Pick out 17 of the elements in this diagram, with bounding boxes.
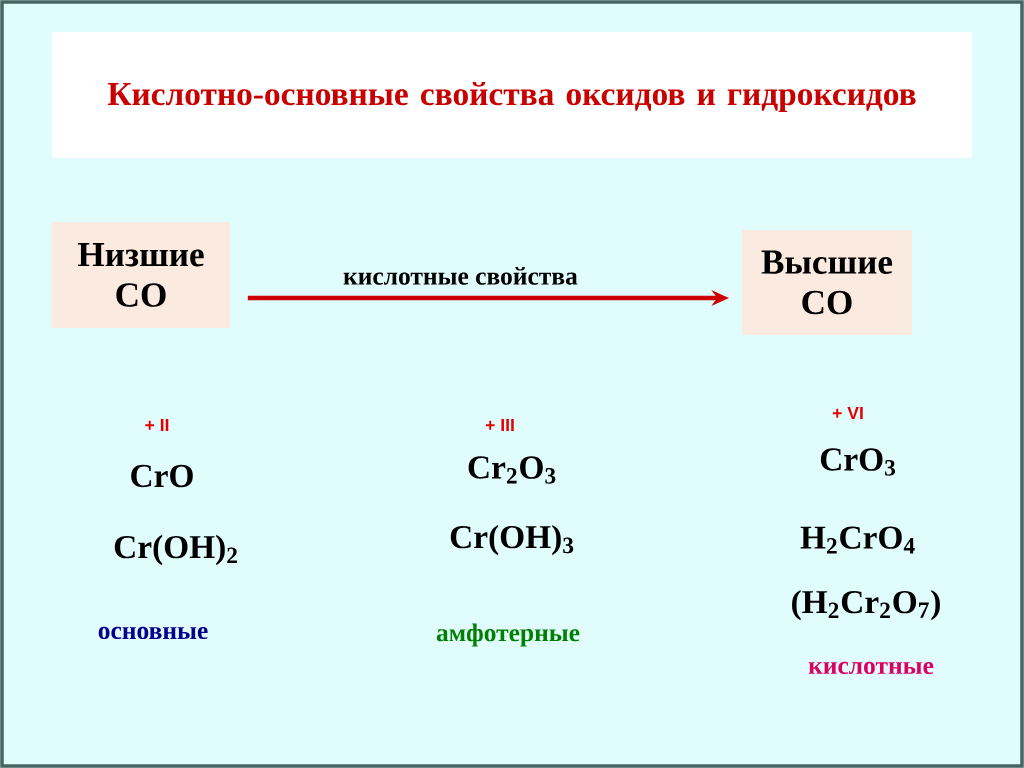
formula: CrO xyxy=(131,464,193,488)
formula: Cr(OH)$_{3}$ xyxy=(450,524,574,556)
edge-label: кислотные свойства xyxy=(343,266,578,285)
formula: Cr$_{2}$O$_{3}$ xyxy=(468,456,556,484)
oxidation-state: + III xyxy=(485,418,514,432)
level-box: Низшие СО xyxy=(52,222,230,328)
formula: (H$_{2}$Cr$_{2}$O$_{7}$) xyxy=(792,589,940,621)
formula: Cr(OH)$_{2}$ xyxy=(114,534,237,566)
property-label: основные xyxy=(98,626,208,640)
formula: CrO$_{3}$ xyxy=(820,448,896,476)
property-label: кислотные xyxy=(808,661,934,675)
oxidation-state: + II xyxy=(145,418,169,432)
title-band: Кислотно-основные свойства оксидов и гидроксидов xyxy=(52,32,972,158)
formula: H$_{2}$CrO$_{4}$ xyxy=(800,526,915,554)
oxidation-state: + VI xyxy=(832,406,863,420)
level-box: Высшие СО xyxy=(742,230,912,335)
property-label: амфотерные xyxy=(436,623,580,647)
